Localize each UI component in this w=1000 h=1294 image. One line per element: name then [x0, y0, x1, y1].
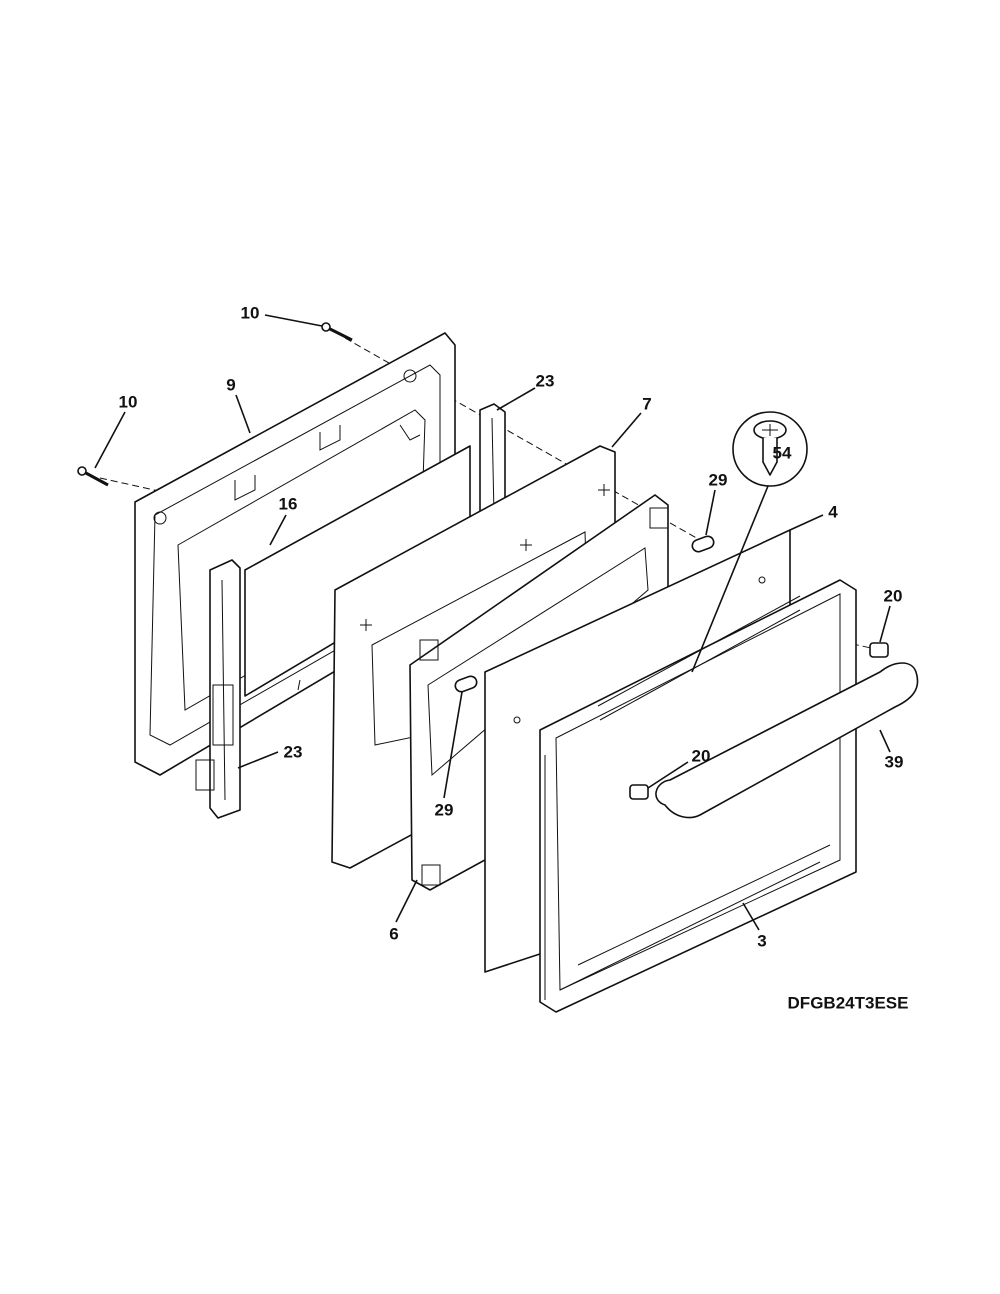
callout-handle: 39 [884, 752, 904, 772]
model-number: DFGB24T3ESE [787, 993, 909, 1013]
left-hinge[interactable] [195, 559, 241, 819]
callout-glass-frame: 6 [389, 924, 399, 944]
callout-cap-left: 20 [691, 746, 711, 766]
cap-right[interactable] [869, 642, 889, 658]
callout-outer-glass: 4 [828, 502, 838, 522]
callout-door-frame: 3 [757, 931, 767, 951]
callout-spacer-right: 29 [708, 470, 728, 490]
leader-lines [94, 314, 891, 931]
screw-top[interactable] [321, 322, 353, 342]
callout-screw-detail: 54 [772, 443, 792, 463]
callout-hinge-left: 23 [283, 742, 303, 762]
screw-detail-circle [732, 411, 808, 487]
screw-left[interactable] [77, 466, 109, 487]
door-handle[interactable] [655, 662, 919, 819]
cap-left[interactable] [629, 784, 649, 800]
callout-screw-top: 10 [240, 303, 260, 323]
callout-insulation-panel: 7 [642, 394, 652, 414]
callout-back-panel: 9 [226, 375, 236, 395]
callout-spacer-left: 29 [434, 800, 454, 820]
callout-cap-right: 20 [883, 586, 903, 606]
spacer-left[interactable] [454, 675, 479, 694]
callout-hinge-right: 23 [535, 371, 555, 391]
callout-screw-left: 10 [118, 392, 138, 412]
spacer-right[interactable] [691, 535, 716, 554]
callout-inner-glass: 16 [278, 494, 298, 514]
